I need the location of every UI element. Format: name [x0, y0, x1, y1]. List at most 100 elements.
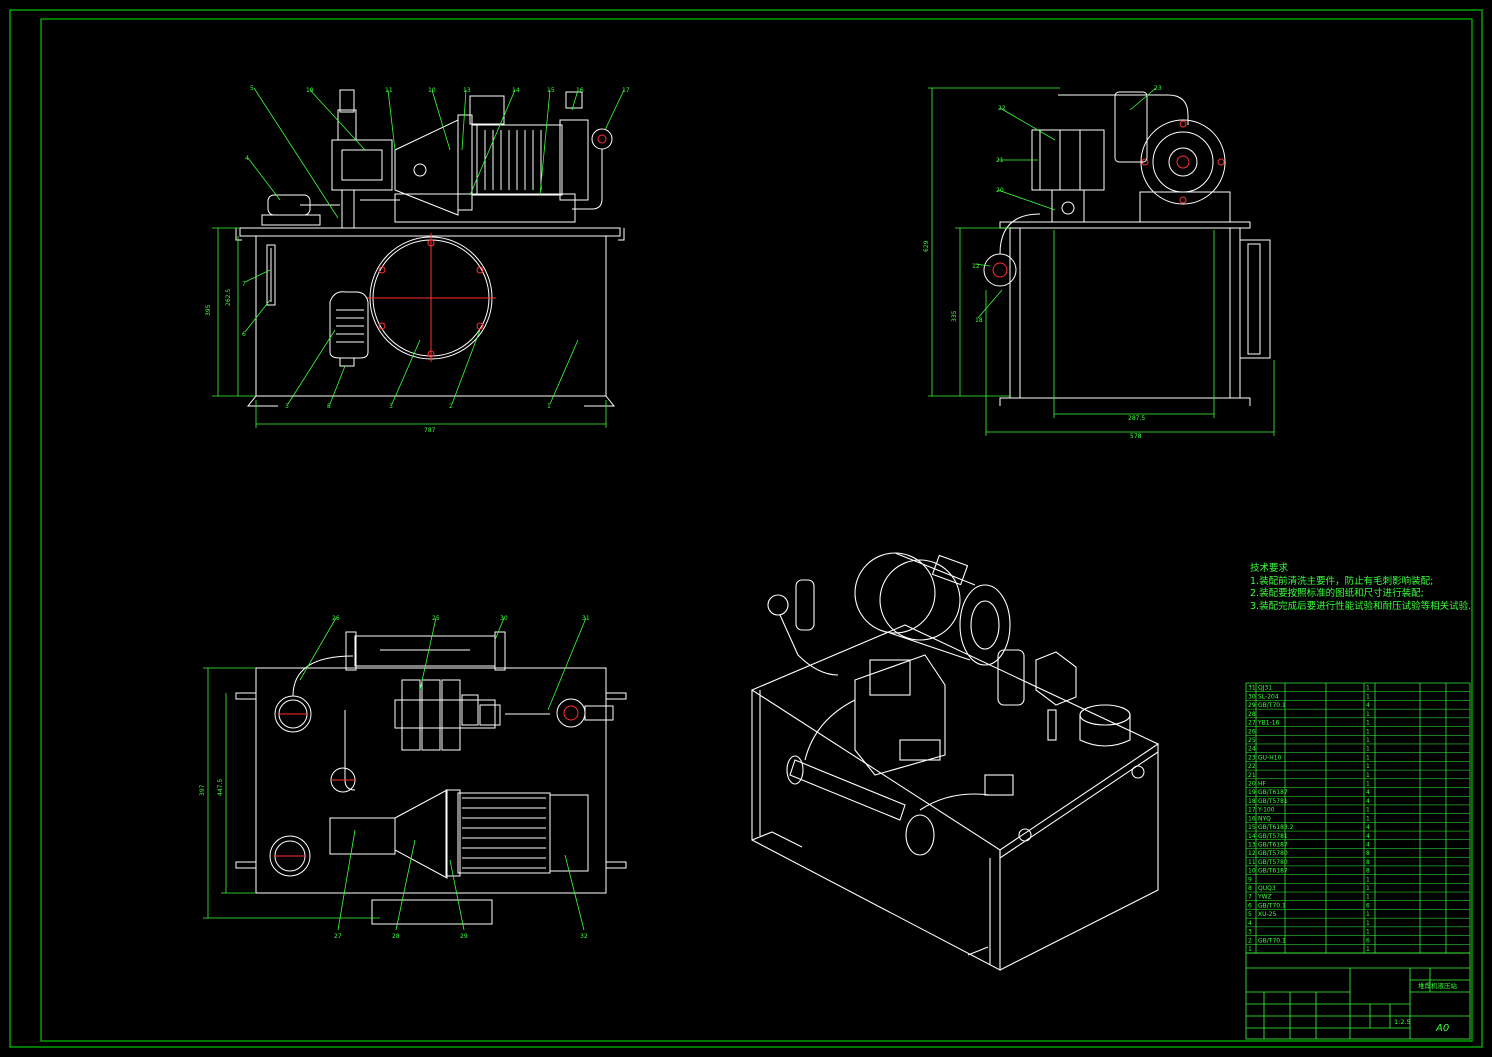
bom-cell-no: 16 [1248, 815, 1256, 822]
front-balloon-7: 15 [547, 87, 555, 94]
bom-cell-qty: 8 [1366, 859, 1370, 866]
top-dim-height-1: 397 [199, 784, 206, 796]
bom-cell-qty: 1 [1366, 763, 1370, 770]
front-view [235, 89, 625, 407]
front-view-labels: 787 395 262.5 5 19 11 10 13 14 15 16 17 … [205, 85, 630, 434]
bom-cell-qty: 1 [1366, 746, 1370, 753]
bom-cell-qty: 4 [1366, 702, 1370, 709]
top-balloon-6: 28 [392, 933, 400, 940]
front-balloon-8: 16 [576, 87, 584, 94]
title-block-text: 堆焊机液压站 1:2.5 A0 [1394, 981, 1458, 1034]
bom-cell-no: 29 [1248, 702, 1256, 709]
bom-cell-no: 12 [1248, 850, 1256, 857]
top-view-dimensions [203, 617, 587, 931]
top-view [235, 631, 627, 925]
bom-cell-no: 1 [1248, 946, 1252, 953]
bom-cell-code: SL-204 [1258, 693, 1279, 700]
front-balloon-4: 10 [428, 87, 436, 94]
bom-table [1245, 682, 1471, 954]
top-balloon-1: 26 [332, 615, 340, 622]
front-dim-height-2: 262.5 [225, 289, 232, 306]
front-view-dimensions [212, 87, 625, 428]
bom-cell-no: 17 [1248, 807, 1256, 814]
side-balloon-5: 18 [975, 317, 983, 324]
bom-cell-code: YB1-16 [1257, 720, 1280, 727]
bom-cell-no: 7 [1248, 894, 1252, 901]
bom-cell-qty: 1 [1366, 876, 1370, 883]
bom-cell-no: 5 [1248, 911, 1252, 918]
bom-cell-code: GB/T6187 [1258, 789, 1288, 796]
bom-cell-code: GB/T70.1 [1258, 937, 1286, 944]
side-dim-height-tank: 335 [951, 310, 958, 322]
front-balloon-10: 4 [245, 155, 249, 162]
bom-cell-qty: 1 [1366, 685, 1370, 692]
front-balloon-15: 3 [389, 403, 393, 410]
bom-cell-code: GB/T5781 [1258, 798, 1288, 805]
bom-cell-no: 27 [1248, 720, 1256, 727]
bom-cell-no: 9 [1248, 876, 1252, 883]
scale-value: 1:2.5 [1394, 1018, 1411, 1026]
tech-item-3: 3.装配完成后要进行性能试验和耐压试验等相关试验. [1250, 600, 1472, 612]
top-balloon-7: 29 [460, 933, 468, 940]
bom-cell-no: 20 [1248, 781, 1256, 788]
bom-cell-no: 19 [1248, 789, 1256, 796]
bom-cell-qty: 1 [1366, 885, 1370, 892]
bom-cell-qty: 4 [1366, 833, 1370, 840]
front-balloon-9: 17 [622, 87, 630, 94]
bom-cell-qty: 1 [1366, 711, 1370, 718]
sheet-size: A0 [1435, 1023, 1449, 1034]
bom-cell-code: XU-25 [1258, 911, 1276, 918]
bom-cell-no: 4 [1248, 920, 1252, 927]
bom-cell-code: GB/T5780 [1258, 859, 1288, 866]
top-balloon-5: 27 [334, 933, 342, 940]
bom-cell-no: 14 [1248, 833, 1256, 840]
bom-cell-code: QUQ3 [1258, 885, 1276, 892]
bom-cell-qty: 1 [1366, 772, 1370, 779]
bom-cell-no: 26 [1248, 728, 1256, 735]
front-balloon-5: 13 [463, 87, 471, 94]
side-balloon-6: 23 [1154, 85, 1162, 92]
bom-cell-qty: 4 [1366, 798, 1370, 805]
bom-cell-qty: 1 [1366, 728, 1370, 735]
technical-requirements: 技术要求 1.装配前清洗主要件，防止有毛刺影响装配; 2.装配要按照标准的图纸和… [1250, 563, 1471, 613]
sheet-border [9, 9, 1483, 1048]
bom-cell-no: 8 [1248, 885, 1252, 892]
bom-cell-qty: 8 [1366, 850, 1370, 857]
front-balloon-13: 3 [285, 403, 289, 410]
bom-cell-code: YWZ [1257, 894, 1272, 901]
side-balloon-1: 22 [998, 105, 1006, 112]
top-dim-height-2: 447.5 [217, 779, 224, 796]
bom-cell-code: Y-100 [1257, 807, 1275, 814]
bom-cell-code: GB/T6183.2 [1258, 824, 1294, 831]
top-view-labels: 397 447.5 26 25 30 31 27 28 29 32 [199, 615, 590, 940]
bom-cell-qty: 1 [1366, 807, 1370, 814]
bom-cell-no: 21 [1248, 772, 1256, 779]
bom-cell-code: HF [1258, 781, 1267, 788]
bom-cell-no: 28 [1248, 711, 1256, 718]
side-view-labels: 629 335 287.5 578 22 21 20 12 18 23 [923, 85, 1162, 440]
front-balloon-1: 5 [250, 85, 254, 92]
bom-cell-no: 31 [1248, 685, 1256, 692]
bom-cell-no: 15 [1248, 824, 1256, 831]
side-dim-inner-width: 287.5 [1128, 415, 1145, 422]
bom-cell-code: QJ31 [1258, 685, 1272, 692]
title-block [1245, 952, 1471, 1040]
bom-cell-code: GB/T70.1 [1258, 702, 1286, 709]
bom-cell-no: 11 [1248, 859, 1256, 866]
bom-cell-qty: 6 [1366, 902, 1370, 909]
bom-cell-qty: 1 [1366, 911, 1370, 918]
side-dim-height-total: 629 [923, 240, 930, 252]
top-balloon-3: 30 [500, 615, 508, 622]
bom-cell-no: 22 [1248, 763, 1256, 770]
side-view [983, 91, 1271, 406]
bom-cell-no: 10 [1248, 868, 1256, 875]
bom-cell-no: 25 [1248, 737, 1256, 744]
tech-item-2: 2.装配要按照标准的图纸和尺寸进行装配; [1250, 588, 1424, 599]
bom-cell-no: 6 [1248, 902, 1252, 909]
side-balloon-3: 20 [996, 187, 1004, 194]
front-balloon-17: 1 [547, 403, 551, 410]
bom-cell-code: GB/T6187 [1258, 841, 1288, 848]
bom-cell-code: GB/T5781 [1258, 833, 1288, 840]
